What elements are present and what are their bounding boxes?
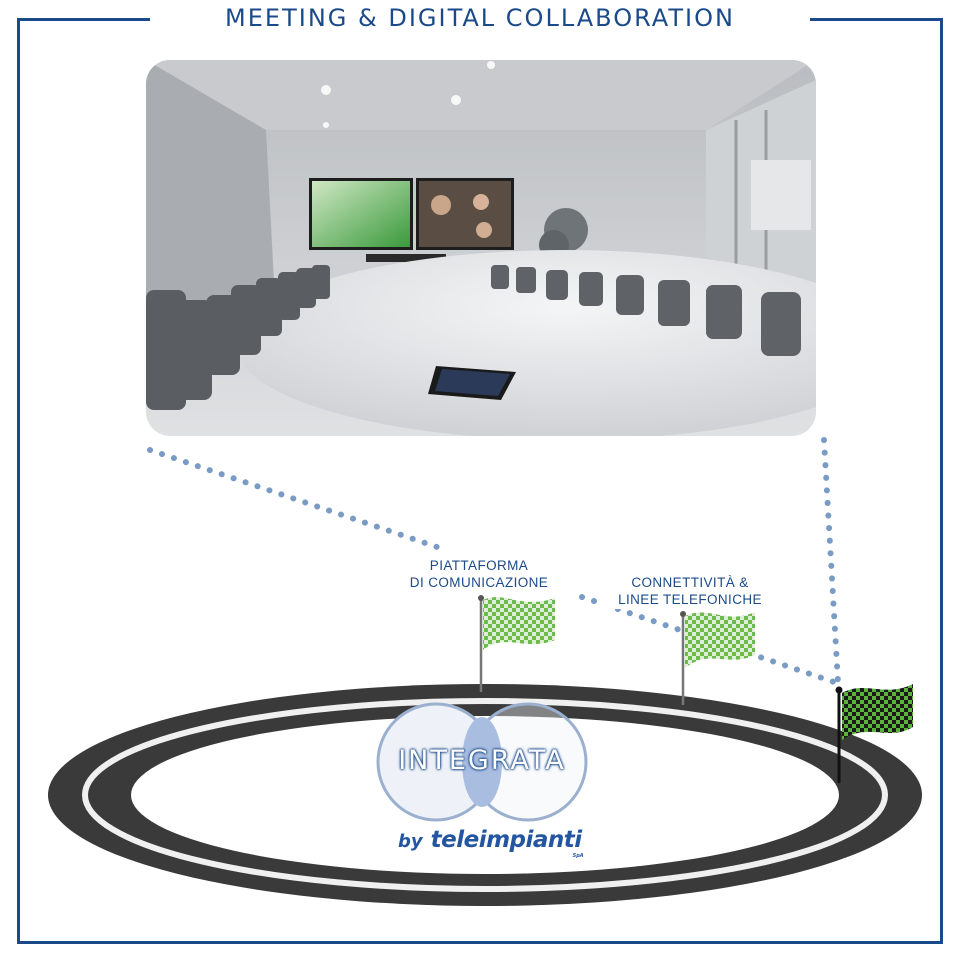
flag-platform (478, 595, 555, 692)
label-platform-line2: DI COMUNICAZIONE (409, 575, 549, 590)
flag-connectivity (680, 611, 755, 705)
track-lane-line (82, 698, 888, 892)
meeting-room-photo (146, 60, 816, 436)
page-title: MEETING & DIGITAL COLLABORATION (150, 4, 810, 32)
company-byline: by teleimpianti SpA (398, 827, 584, 859)
label-connectivity-line2: LINEE TELEFONICHE (618, 592, 762, 607)
company-logo-text: teleimpianti (430, 827, 583, 853)
label-connectivity-line1: CONNETTIVITÀ & (631, 575, 749, 590)
company-suffix: SpA (572, 853, 584, 859)
integrata-logo-rings (376, 702, 588, 822)
label-connectivity: CONNETTIVITÀ & LINEE TELEFONICHE (594, 574, 786, 608)
byline-by: by (398, 831, 423, 852)
label-platform-line1: PIATTAFORMA (429, 558, 529, 573)
label-platform: PIATTAFORMA DI COMUNICAZIONE (385, 557, 573, 591)
integrata-logo-text: INTEGRATA (398, 745, 566, 776)
dotted-line-right (821, 437, 841, 685)
flag-finish (835, 684, 913, 783)
dotted-line-left (147, 447, 443, 551)
